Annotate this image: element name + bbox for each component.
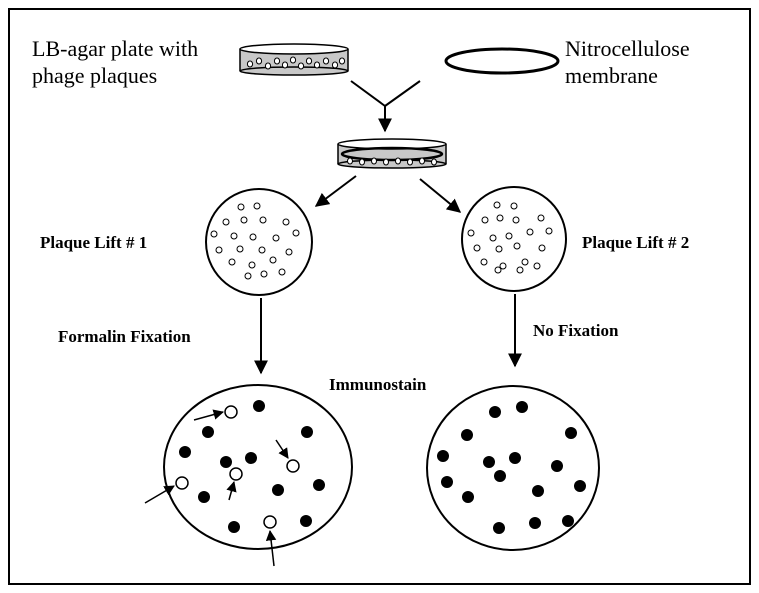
figure-border — [8, 8, 751, 585]
plate-plaques — [246, 56, 346, 70]
membrane-label-line1: Nitrocellulose — [565, 36, 690, 61]
pointer-arrows — [144, 409, 289, 567]
plaque-lift-1-label: Plaque Lift # 1 — [40, 233, 147, 252]
arrow-to-lift-1 — [314, 175, 357, 207]
membrane-label-line2: membrane — [565, 63, 658, 88]
agar-plate-label-line1: LB-agar plate with — [32, 36, 198, 61]
plaque-lift-2-membrane — [461, 186, 567, 292]
agar-plate-label-line2: phage plaques — [32, 63, 157, 88]
plaque-lift-2-label: Plaque Lift # 2 — [582, 233, 689, 252]
no-fixation-label: No Fixation — [533, 321, 619, 340]
unstained-plaques-1 — [175, 405, 300, 529]
stained-plaques-2 — [437, 401, 586, 534]
nitrocellulose-membrane — [444, 47, 560, 75]
combine-lines — [350, 80, 421, 107]
stained-plaques-1 — [179, 400, 325, 533]
plate-with-membrane — [337, 138, 447, 169]
arrow-to-lift-2 — [419, 178, 462, 213]
immunostain-label: Immunostain — [329, 375, 427, 394]
stained-membrane-1 — [144, 384, 353, 567]
stained-membrane-2 — [426, 385, 600, 551]
agar-plate — [239, 43, 349, 76]
plaque-lift-1-membrane — [205, 188, 313, 296]
formalin-fixation-label: Formalin Fixation — [58, 327, 191, 346]
